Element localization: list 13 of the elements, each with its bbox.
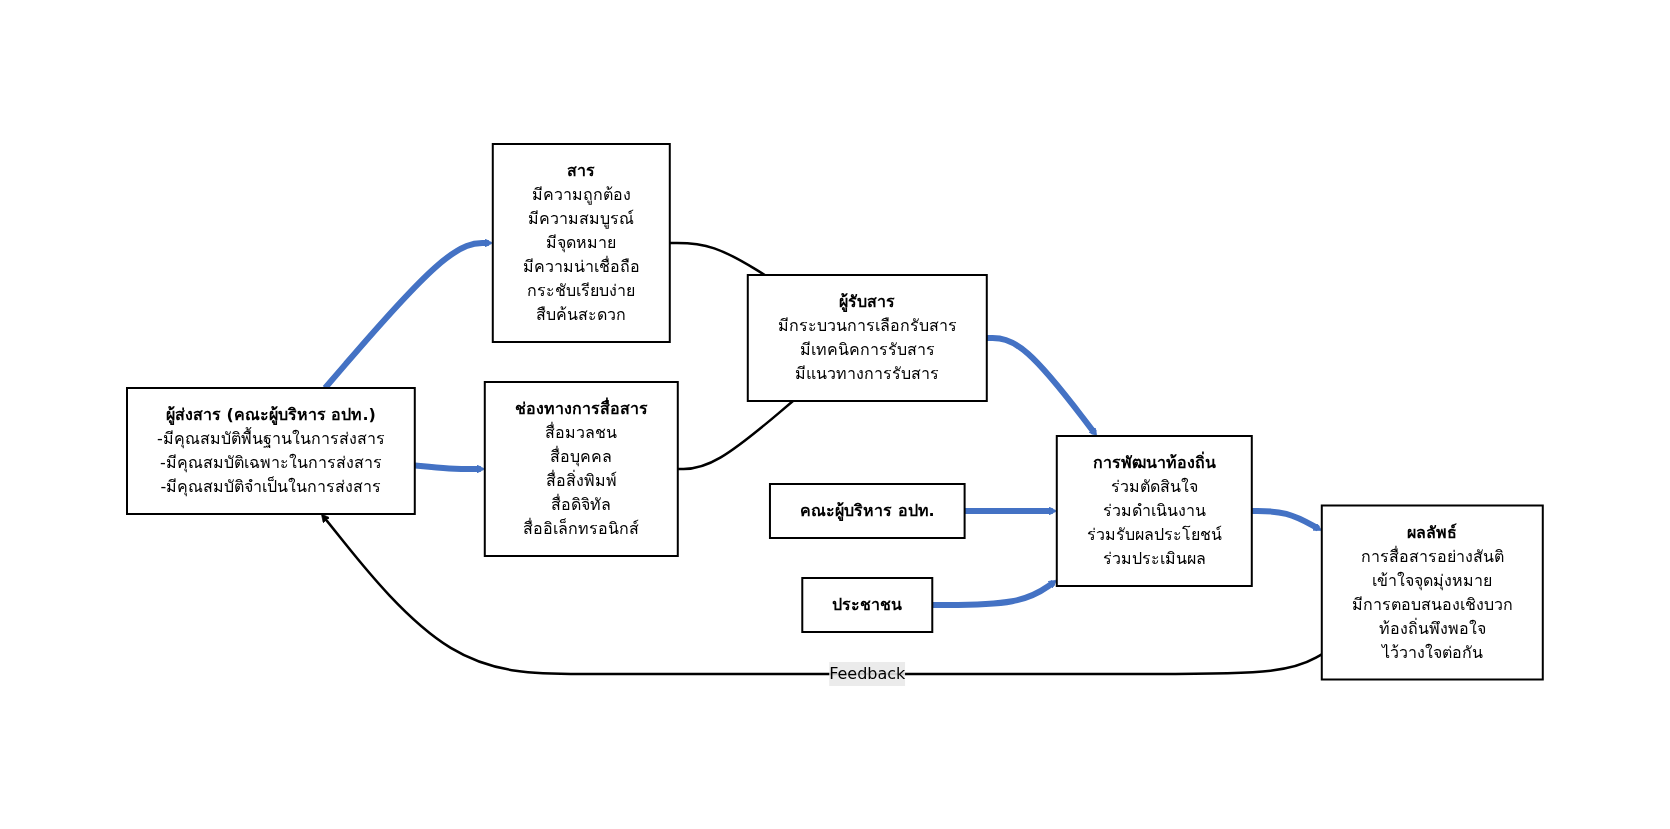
node-box: ผู้ส่งสาร (คณะผู้บริหาร อปท.) -มีคุณสมบัติพื้นฐานในการส่งสาร -มีคุณสมบัติเฉพาะในการส่งสาร -มีคุณสมบัติจำเป็นในการส่งสาร: [126, 386, 416, 515]
node-box: ผู้รับสาร มีกระบวนการเลือกรับสาร มีเทคนิคการรับสาร มีแนวทางการรับสาร: [746, 273, 988, 402]
connector: [677, 399, 794, 470]
node-box: คณะผู้บริหาร อปท.: [769, 482, 966, 539]
node-box: ประชาชน: [801, 576, 934, 633]
arrow: [986, 334, 1098, 436]
node-box: ผลลัพธ์ การสื่อสารอย่างสันติ เข้าใจจุดมุ่งหมาย มีการตอบสนองเชิงบวก ท้องถิ่นพึงพอใจ ไว้วางใจต่อกัน: [1320, 504, 1544, 680]
arrow: [932, 579, 1058, 608]
connector: [669, 241, 766, 276]
node-box: สาร มีความถูกต้อง มีความสมบูรณ์ มีจุดหมาย มีความน่าเชื่อถือ กระชับเรียบง่าย สืบค้นสะดวก: [491, 142, 671, 343]
edge-label: Feedback: [829, 663, 906, 683]
node-box: ช่องทางการสื่อสาร สื่อมวลชน สื่อบุคคล สื่อสิ่งพิมพ์ สื่อดิจิทัล สื่ออิเล็กทรอนิกส์: [483, 380, 679, 557]
node-box: การพัฒนาท้องถิ่น ร่วมตัดสินใจ ร่วมดำเนินงาน ร่วมรับผลประโยชน์ ร่วมประเมินผล: [1055, 434, 1253, 587]
